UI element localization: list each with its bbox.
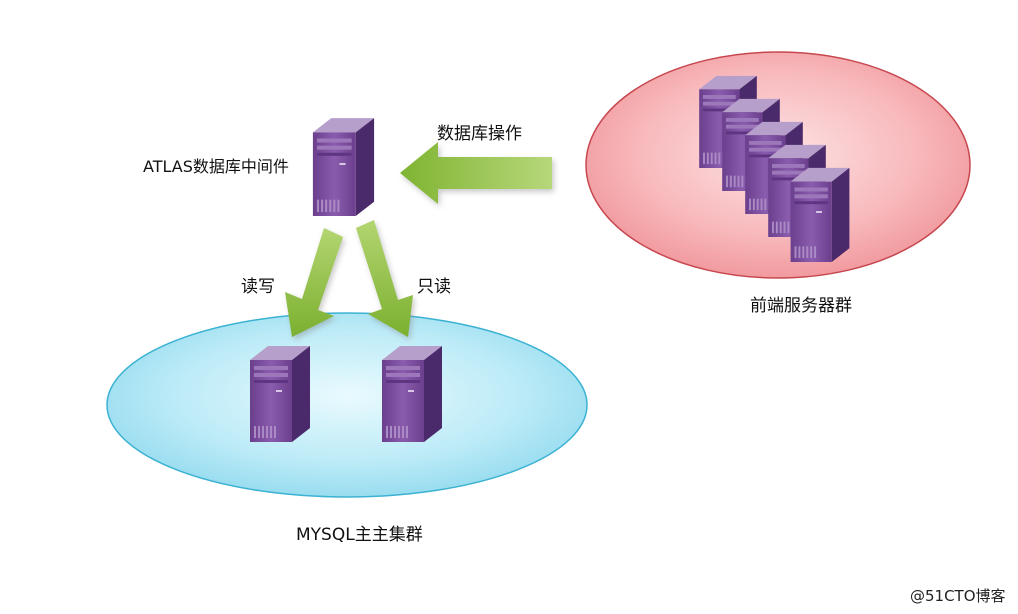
frontend-cluster-label: 前端服务器群 (750, 296, 852, 316)
read-only-label: 只读 (417, 277, 451, 297)
mysql-server-icon-1 (250, 346, 310, 442)
db-operation-arrow (400, 142, 552, 204)
middleware-server-icon (312, 118, 375, 216)
watermark: @51CTO博客 (910, 587, 1006, 605)
db-operation-label: 数据库操作 (437, 124, 522, 144)
mysql-server-icon-2 (382, 346, 442, 442)
middleware-label: ATLAS数据库中间件 (143, 157, 289, 176)
read-write-label: 读写 (241, 277, 275, 297)
read-only-arrow (356, 220, 413, 337)
read-write-arrow (285, 228, 343, 337)
mysql-cluster-ellipse (106, 312, 588, 498)
mysql-cluster-label: MYSQL主主集群 (296, 525, 423, 545)
frontend-server-icon-5 (790, 167, 850, 262)
